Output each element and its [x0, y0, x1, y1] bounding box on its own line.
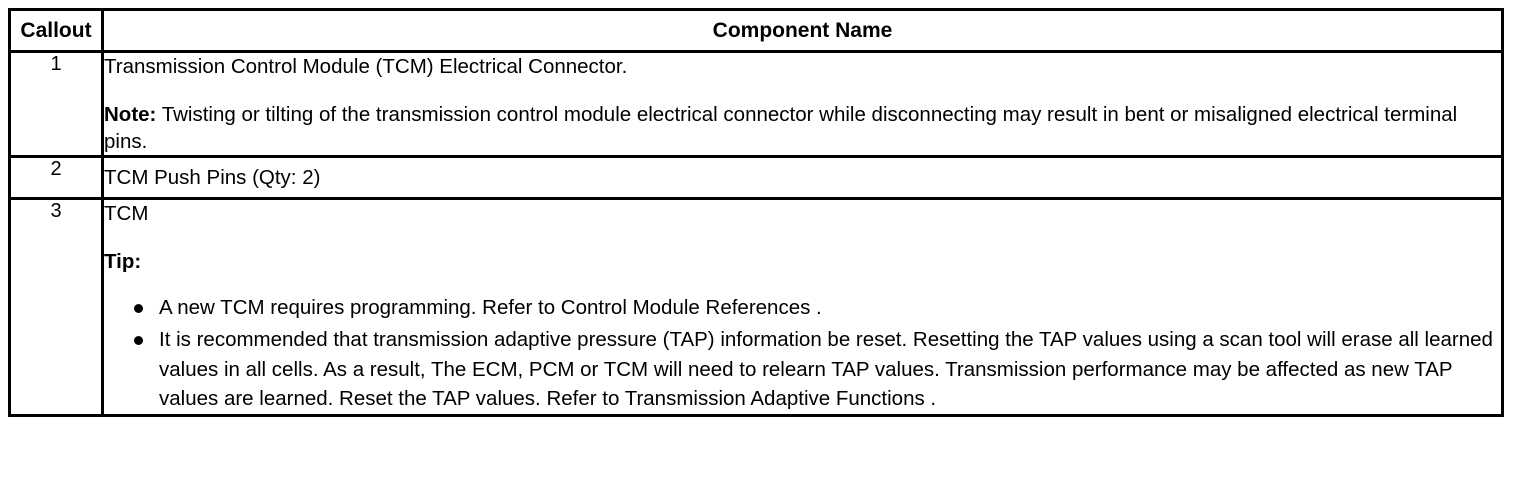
list-item: A new TCM requires programming. Refer to… [134, 293, 1501, 323]
component-title-2: TCM Push Pins (Qty: 2) [104, 166, 321, 190]
note-paragraph-1: Note: Twisting or tilting of the transmi… [104, 101, 1501, 155]
column-header-callout: Callout [8, 8, 104, 53]
note-text: Twisting or tilting of the transmission … [104, 103, 1458, 154]
callout-number-2: 2 [8, 155, 104, 201]
table-row: 1 Transmission Control Module (TCM) Elec… [8, 49, 1504, 159]
column-header-component-name: Component Name [101, 8, 1504, 53]
component-title-1: Transmission Control Module (TCM) Electr… [104, 55, 628, 78]
table-header-row: Callout Component Name [8, 8, 1504, 53]
table-header: Callout Component Name [8, 8, 1504, 53]
component-description-2: TCM Push Pins (Qty: 2) [101, 155, 1504, 201]
tip-bullet-list: A new TCM requires programming. Refer to… [104, 293, 1501, 414]
list-item: It is recommended that transmission adap… [134, 325, 1501, 414]
tip-label: Tip: [104, 250, 142, 274]
table-row: 2 TCM Push Pins (Qty: 2) [8, 155, 1504, 201]
table-row: 3 TCM Tip: A new TCM requires programmin… [8, 197, 1504, 418]
component-callout-table: Callout Component Name 1 Transmission Co… [8, 8, 1504, 418]
note-label: Note: [104, 103, 157, 127]
component-title-3: TCM [104, 202, 149, 226]
component-description-1: Transmission Control Module (TCM) Electr… [101, 49, 1504, 159]
component-description-3: TCM Tip: A new TCM requires programming.… [101, 197, 1504, 418]
callout-number-1: 1 [8, 49, 104, 159]
callout-number-3: 3 [8, 197, 104, 418]
table-body: 1 Transmission Control Module (TCM) Elec… [8, 49, 1504, 418]
